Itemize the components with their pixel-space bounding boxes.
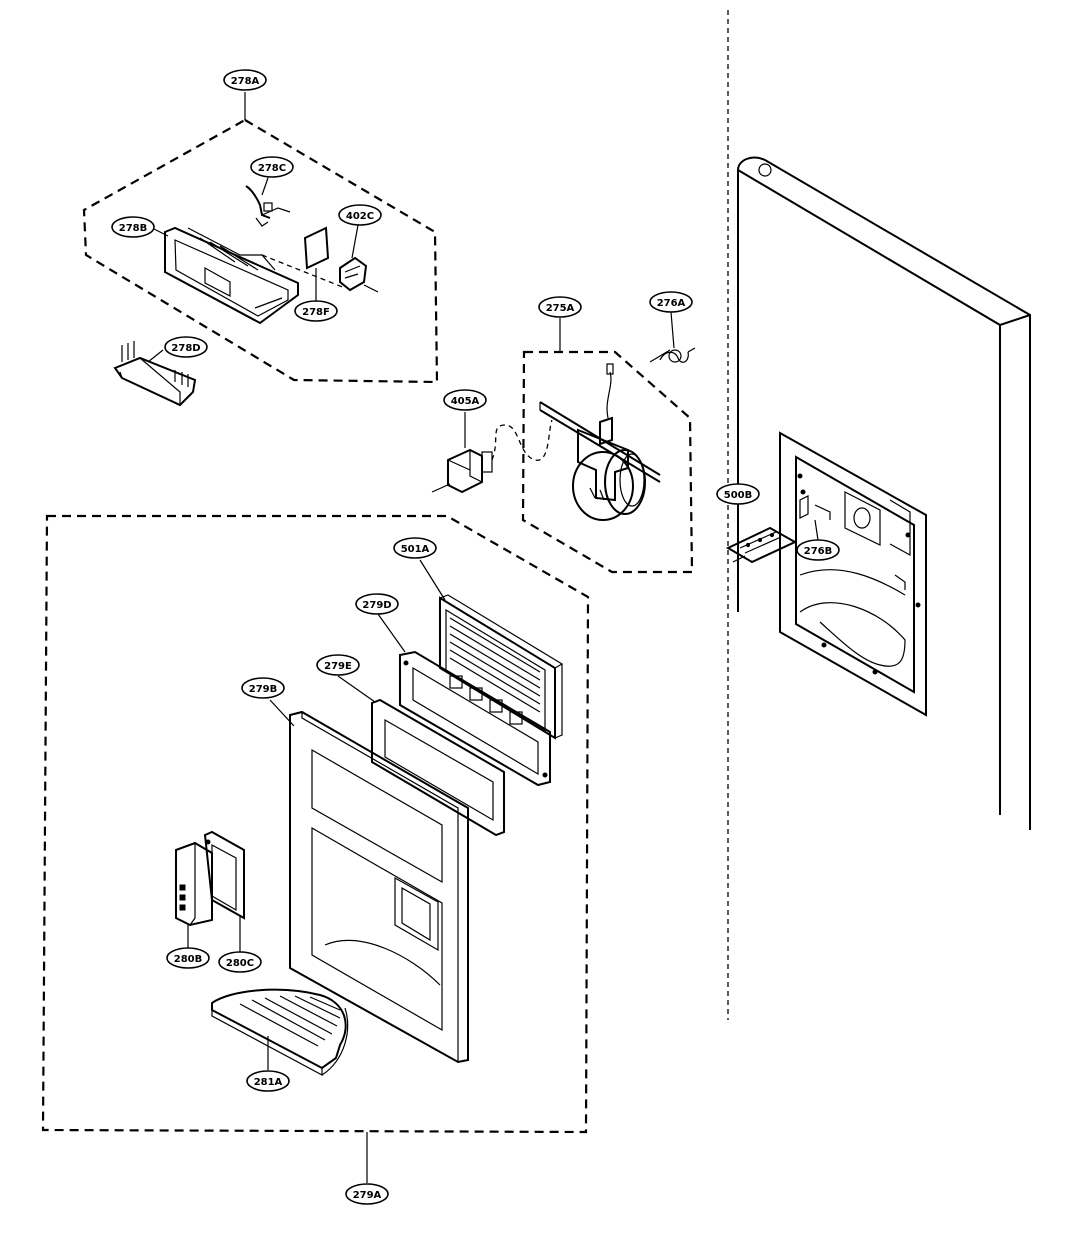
label-279d: 279D: [355, 593, 399, 615]
label-279e: 279E: [316, 654, 360, 676]
label-501a: 501A: [393, 537, 437, 559]
part-279b-front-cover: [289, 710, 469, 1064]
label-278c: 278C: [250, 156, 294, 178]
part-276a-spring: [649, 347, 696, 363]
part-278f-plate: [261, 226, 346, 289]
part-500b-board: [725, 526, 798, 564]
label-280c-text: 280C: [226, 958, 254, 969]
part-275a-motor: [539, 363, 661, 521]
part-281a-drip-tray: [211, 988, 349, 1077]
label-278c-text: 278C: [258, 163, 286, 174]
label-279a-text: 279A: [353, 1190, 382, 1201]
assembly-275a-boundary: [521, 318, 694, 574]
label-276b: 276B: [796, 539, 840, 561]
label-278b-text: 278B: [119, 223, 148, 234]
part-280c-paddle-frame: [203, 830, 245, 920]
label-275a-text: 275A: [546, 303, 575, 314]
label-278f: 278F: [294, 300, 338, 322]
label-281a-text: 281A: [254, 1077, 283, 1088]
dispenser-recess: [779, 431, 927, 717]
label-278f-text: 278F: [302, 307, 330, 318]
label-279b-text: 279B: [249, 684, 278, 695]
label-279d-text: 279D: [362, 600, 391, 611]
label-405a: 405A: [443, 389, 487, 411]
part-405a-solenoid: [431, 419, 553, 494]
part-278d-cover: [113, 341, 197, 407]
label-279a: 279A: [345, 1183, 389, 1205]
part-402c-switch: [339, 256, 379, 293]
label-501a-text: 501A: [401, 544, 430, 555]
label-402c: 402C: [338, 204, 382, 226]
label-405a-text: 405A: [451, 396, 480, 407]
label-500b: 500B: [716, 483, 760, 505]
label-276b-text: 276B: [804, 546, 833, 557]
label-280b-text: 280B: [174, 954, 203, 965]
label-280b: 280B: [166, 947, 210, 969]
part-501a-display-board: [439, 594, 564, 740]
label-278d: 278D: [164, 336, 208, 358]
label-278a-text: 278A: [231, 76, 260, 87]
label-279b: 279B: [241, 677, 285, 699]
label-275a: 275A: [538, 296, 582, 318]
label-281a: 281A: [246, 1070, 290, 1092]
assembly-278a-boundary: [82, 92, 439, 384]
label-276a-text: 276A: [657, 298, 686, 309]
label-500b-text: 500B: [724, 490, 753, 501]
part-280b-paddle: [175, 841, 213, 927]
label-402c-text: 402C: [346, 211, 374, 222]
part-279d-frame: [399, 650, 551, 787]
label-280c: 280C: [218, 951, 262, 973]
part-278c-wire-harness: [245, 185, 291, 227]
label-278d-text: 278D: [171, 343, 200, 354]
label-278b: 278B: [111, 216, 155, 238]
part-279e-bezel: [371, 698, 505, 837]
door-panel: [727, 10, 1031, 1020]
part-278b-housing: [164, 226, 299, 325]
assembly-279a-boundary: [41, 514, 590, 1183]
label-278a: 278A: [223, 69, 267, 91]
label-276a: 276A: [649, 291, 693, 313]
label-279e-text: 279E: [324, 661, 352, 672]
